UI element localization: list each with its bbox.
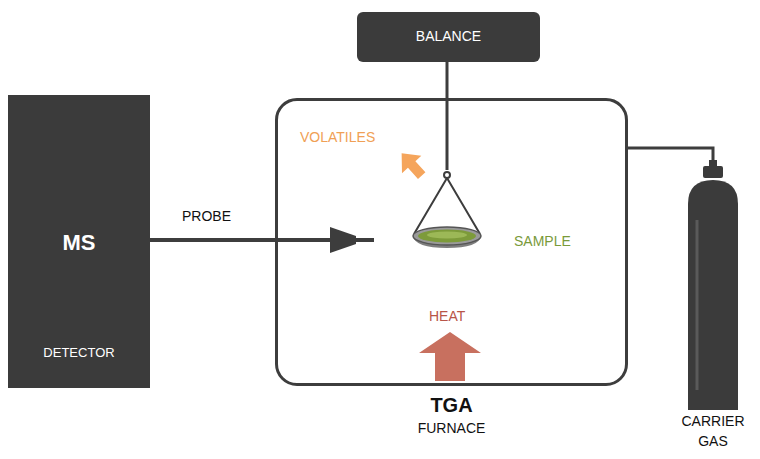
sample-pan: SAMPLE (410, 170, 484, 250)
edge-label: PROBE (180, 207, 233, 227)
heat-arrow (419, 332, 481, 381)
detector-title: MS (63, 228, 96, 259)
probe-nozzle (330, 227, 356, 253)
gas-label: CARRIER GAS (675, 412, 751, 451)
ms-detector: MS DETECTOR (8, 95, 150, 388)
furnace-label: FURNACE (418, 419, 486, 439)
sample-pan-outline (410, 170, 484, 250)
balance-box: BALANCE (357, 12, 540, 62)
furnace-title: TGA (430, 391, 472, 419)
connector-line (628, 148, 713, 160)
probe-tip (355, 238, 374, 242)
volatiles-label: VOLATILES (300, 128, 375, 148)
connector-line (150, 238, 275, 242)
gas-cylinder: CARRIER GAS (688, 160, 738, 410)
connector-line (446, 62, 449, 170)
probe-tube (277, 238, 332, 242)
gas-cylinder-outline (688, 160, 738, 410)
volatiles-arrow (392, 145, 431, 185)
sample-label: SAMPLE (514, 232, 571, 252)
heat-label: HEAT (429, 307, 465, 327)
balance-label: BALANCE (416, 27, 481, 47)
detector-label: DETECTOR (43, 344, 114, 362)
